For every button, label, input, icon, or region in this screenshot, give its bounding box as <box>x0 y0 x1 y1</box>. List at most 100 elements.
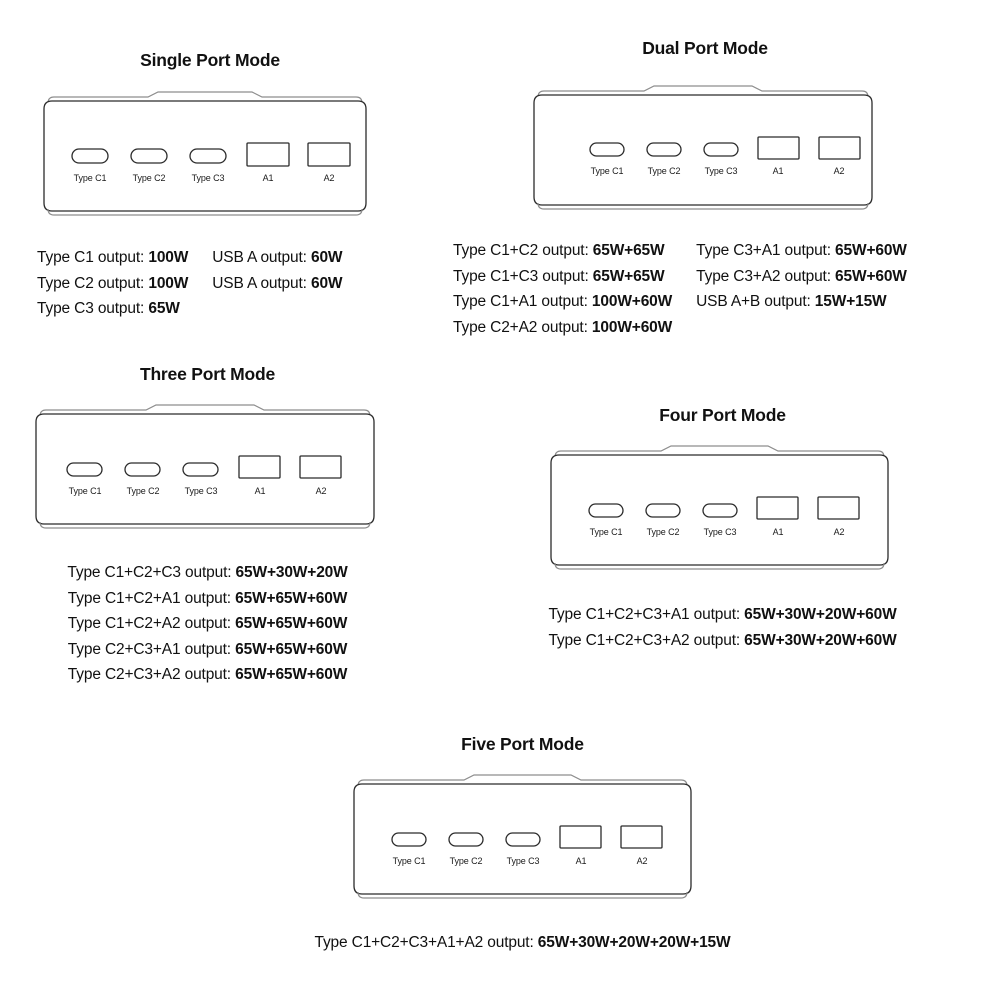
spec-label: Type C1+C2+C3 output: <box>67 564 236 581</box>
spec-value: 65W+65W <box>592 242 665 259</box>
spec-label: USB A output: <box>212 249 311 266</box>
spec-line: Type C1 output: 100W <box>37 245 188 271</box>
spec-line: Type C2+C3+A1 output: 65W+65W+60W <box>0 637 415 663</box>
spec-label: Type C1+C2+C3+A1+A2 output: <box>314 934 538 951</box>
spec-line: Type C2+A2 output: 100W+60W <box>453 315 672 341</box>
spec-line: Type C1+C2+C3 output: 65W+30W+20W <box>0 560 415 586</box>
spec-line: Type C2+C3+A2 output: 65W+65W+60W <box>0 662 415 688</box>
spec-line: Type C1+C2 output: 65W+65W <box>453 238 672 264</box>
spec-list-single-port: Type C1 output: 100W Type C2 output: 100… <box>37 245 343 322</box>
spec-label: Type C1+C3 output: <box>453 267 593 285</box>
device-illustration-dual-port: Type C1 Type C2 Type C3 A1 A2 <box>530 85 876 215</box>
spec-label: Type C3 output: <box>37 300 149 317</box>
spec-column-left: Type C1 output: 100W Type C2 output: 100… <box>37 245 188 322</box>
spec-label: Type C1+A1 output: <box>453 293 592 310</box>
spec-line: Type C1+C2+C3+A1+A2 output: 65W+30W+20W+… <box>280 930 765 956</box>
port-usb-a2 <box>818 136 861 160</box>
page-title-dual-port-mode: Dual Port Mode <box>642 38 768 58</box>
spec-line: Type C1+C2+C3+A2 output: 65W+30W+20W+60W <box>505 628 940 654</box>
spec-line: Type C1+C2+C3+A1 output: 65W+30W+20W+60W <box>505 602 940 628</box>
port-usb-a1 <box>246 142 290 167</box>
spec-value: 65W+65W <box>592 267 665 285</box>
spec-value: 65W+65W+60W <box>235 640 348 658</box>
spec-value: 65W+60W <box>835 242 907 259</box>
port-type-c1 <box>589 142 625 157</box>
device-top-lip <box>357 774 688 787</box>
port-usb-a2 <box>307 142 351 167</box>
spec-value: 60W <box>310 274 343 292</box>
port-type-c3 <box>505 832 541 847</box>
spec-value: 100W <box>148 274 189 292</box>
spec-line: Type C1+C2+A2 output: 65W+65W+60W <box>0 611 415 637</box>
spec-value: 65W+65W+60W <box>235 666 348 683</box>
spec-line: USB A+B output: 15W+15W <box>696 289 907 315</box>
section-dual-port-mode: Dual Port Mode Type C1 Type C2 Type C3 A… <box>453 38 907 336</box>
spec-line: Type C1+C3 output: 65W+65W <box>453 264 672 290</box>
page-title-four-port-mode: Four Port Mode <box>659 405 786 425</box>
spec-line: Type C3 output: 65W <box>37 296 188 322</box>
spec-value: 65W+65W+60W <box>235 615 348 632</box>
spec-line: Type C1+A1 output: 100W+60W <box>453 289 672 315</box>
spec-value: 100W+60W <box>591 293 673 310</box>
device-top-lip <box>554 445 885 458</box>
port-type-c1 <box>588 503 624 518</box>
spec-value: 65W+30W+20W <box>235 564 348 581</box>
spec-line: USB A output: 60W <box>212 245 342 271</box>
spec-list-three-port: Type C1+C2+C3 output: 65W+30W+20W Type C… <box>0 560 415 688</box>
spec-value: 65W+30W+20W+60W <box>744 631 897 649</box>
spec-label: Type C1+C2+A1 output: <box>67 589 236 607</box>
port-type-c2 <box>448 832 484 847</box>
port-usb-a1 <box>757 136 800 160</box>
port-type-c2 <box>130 148 168 164</box>
spec-value: 65W+60W <box>835 267 907 285</box>
page-title-single-port-mode: Single Port Mode <box>140 50 280 70</box>
port-type-c1 <box>391 832 427 847</box>
spec-label: Type C2+C3+A2 output: <box>67 666 236 683</box>
spec-line: Type C1+C2+A1 output: 65W+65W+60W <box>0 586 415 612</box>
spec-label: Type C1+C2+A2 output: <box>67 615 236 632</box>
spec-list-four-port: Type C1+C2+C3+A1 output: 65W+30W+20W+60W… <box>505 602 940 653</box>
device-bottom-lip <box>357 891 688 899</box>
port-type-c2 <box>646 142 682 157</box>
spec-label: Type C1+C2+C3+A2 output: <box>548 631 745 649</box>
spec-list-dual-port: Type C1+C2 output: 65W+65W Type C1+C3 ou… <box>453 238 907 340</box>
section-five-port-mode: Five Port Mode Type C1 Type C2 Type C3 A… <box>300 734 745 951</box>
port-type-c1 <box>66 462 103 477</box>
port-type-c2 <box>645 503 681 518</box>
section-four-port-mode: Four Port Mode Type C1 Type C2 Type C3 A… <box>505 405 940 649</box>
port-usb-a1 <box>238 455 281 479</box>
spec-label: USB A+B output: <box>696 293 815 310</box>
spec-label: Type C2 output: <box>37 274 149 292</box>
spec-value: 100W+60W <box>591 318 673 336</box>
port-usb-a2 <box>299 455 342 479</box>
device-bottom-lip <box>39 521 371 529</box>
port-usb-a2 <box>817 496 860 520</box>
port-usb-a1 <box>559 825 602 849</box>
device-illustration-four-port: Type C1 Type C2 Type C3 A1 A2 <box>547 445 892 575</box>
spec-value: 60W <box>310 249 343 266</box>
device-illustration-three-port: Type C1 Type C2 Type C3 A1 A2 <box>32 404 378 534</box>
section-three-port-mode: Three Port Mode Type C1 Type C2 Type C3 … <box>0 364 415 683</box>
device-illustration-single-port: Type C1 Type C2 Type C3 A1 A2 <box>40 91 370 221</box>
spec-column-right: Type C3+A1 output: 65W+60W Type C3+A2 ou… <box>696 238 907 340</box>
spec-value: 65W+30W+20W+60W <box>744 606 897 623</box>
spec-line: Type C3+A1 output: 65W+60W <box>696 238 907 264</box>
spec-label: Type C1 output: <box>37 249 149 266</box>
device-bottom-lip <box>47 208 363 216</box>
spec-label: Type C2+C3+A1 output: <box>67 640 236 658</box>
spec-line: USB A output: 60W <box>212 271 342 297</box>
spec-value: 100W <box>148 249 189 266</box>
spec-value: 65W+65W+60W <box>235 589 348 607</box>
port-type-c2 <box>124 462 161 477</box>
port-type-c3 <box>189 148 227 164</box>
device-top-lip <box>537 85 869 98</box>
spec-label: Type C1+C2 output: <box>453 242 593 259</box>
section-single-port-mode: Single Port Mode Type C1 Type C2 Type C3… <box>0 50 420 317</box>
device-bottom-lip <box>537 202 869 210</box>
port-usb-a2 <box>620 825 663 849</box>
spec-label: Type C1+C2+C3+A1 output: <box>548 606 745 623</box>
device-top-lip <box>47 91 363 104</box>
spec-column-right: USB A output: 60W USB A output: 60W <box>212 245 342 322</box>
spec-column-left: Type C1+C2 output: 65W+65W Type C1+C3 ou… <box>453 238 672 340</box>
spec-line: Type C2 output: 100W <box>37 271 188 297</box>
